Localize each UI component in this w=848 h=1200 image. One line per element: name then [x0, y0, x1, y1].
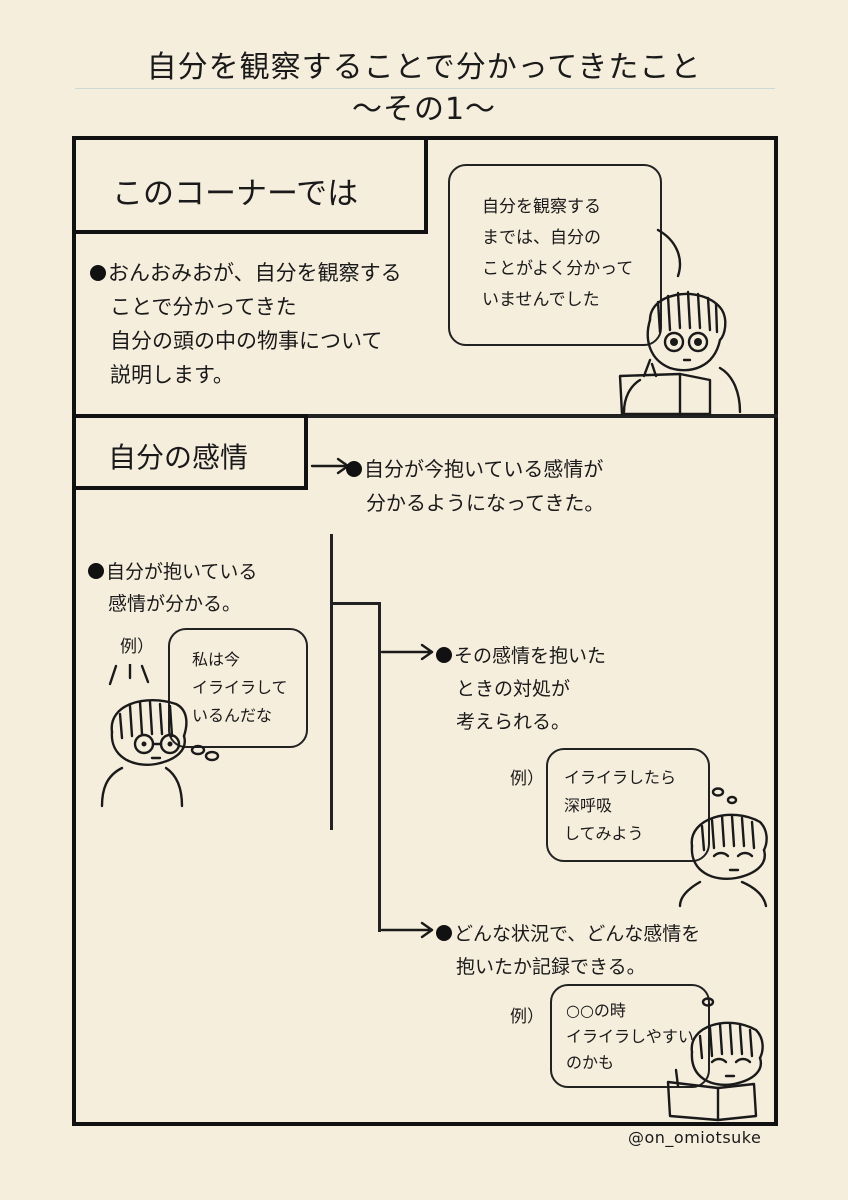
branch-line-vertical — [330, 534, 333, 830]
point-b: その感情を抱いた ときの対処が 考えられる。 — [436, 640, 606, 739]
section2-header-box — [72, 414, 308, 490]
example-b-text: イライラしたら 深呼吸 してみよう — [564, 768, 677, 843]
example-a-label: 例） — [120, 637, 154, 657]
intro-bubble-text: 自分を観察する までは、自分の ことがよく分かって いませんでした — [482, 197, 634, 310]
example-b-bubble — [546, 748, 710, 862]
section-divider — [72, 414, 778, 418]
bubble-tail-icon — [656, 228, 682, 278]
bullet-icon — [88, 563, 104, 579]
point-c: どんな状況で、どんな感情を 抱いたか記録できる。 — [436, 918, 700, 984]
section2-main-point: 自分が今抱いている感情が 分かるようになってきた。 — [346, 452, 604, 520]
page-subtitle: 〜その1〜 — [351, 92, 497, 127]
intro-line-3: 自分の頭の中の物事について — [110, 329, 383, 353]
page-title: 自分を観察することで分かってきたこと — [146, 50, 702, 85]
section2-heading: 自分の感情 — [108, 441, 249, 474]
point-a: 自分が抱いている 感情が分かる。 — [88, 556, 257, 620]
character-notebook-icon — [666, 997, 764, 1122]
intro-speech-bubble — [448, 164, 662, 346]
section1-header-box — [72, 136, 428, 234]
example-b-label: 例） — [510, 769, 544, 789]
example-c-label: 例） — [510, 1007, 544, 1027]
bullet-icon — [346, 461, 362, 477]
bullet-icon — [90, 265, 106, 281]
character-irritated-icon — [100, 664, 220, 808]
bullet-icon — [436, 925, 452, 941]
character-calm-icon — [678, 787, 768, 908]
section1-heading: このコーナーでは — [112, 176, 359, 212]
branch-line-horizontal — [330, 602, 380, 605]
character-reading-icon — [618, 290, 742, 416]
author-credit: @on_omiotsuke — [628, 1128, 762, 1147]
section1-intro: おんおみおが、自分を観察する ことで分かってきた 自分の頭の中の物事について 説… — [90, 256, 402, 392]
intro-line-2: ことで分かってきた — [110, 295, 297, 319]
branch-line-vertical-2 — [378, 602, 381, 932]
example-c-text: ○○の時 イライラしやすい のかも — [566, 1001, 694, 1072]
arrow-right-icon — [380, 643, 434, 661]
intro-line-4: 説明します。 — [110, 363, 234, 387]
example-a-text: 私は今 イライラして いるんだな — [192, 650, 288, 725]
title-rule — [75, 88, 775, 89]
example-a-bubble — [168, 628, 308, 748]
arrow-right-icon — [380, 921, 434, 939]
bullet-icon — [436, 647, 452, 663]
intro-line-1: おんおみおが、自分を観察する — [90, 256, 402, 290]
example-c-bubble — [550, 984, 710, 1088]
